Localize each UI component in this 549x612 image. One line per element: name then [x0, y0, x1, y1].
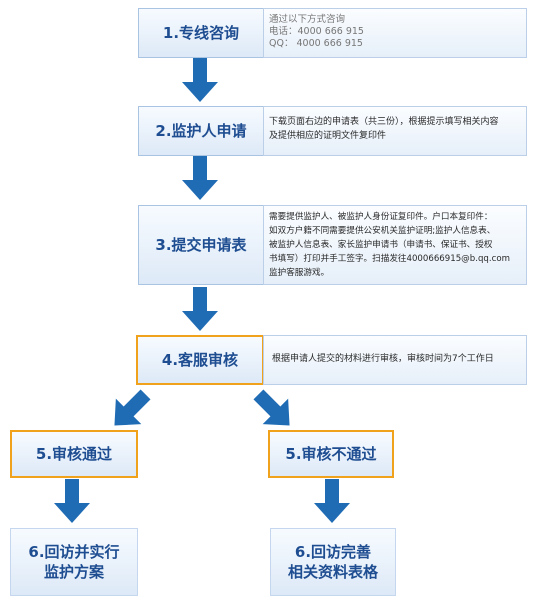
step-6-approved-line-1: 6.回访并实行 [28, 543, 120, 561]
down-arrow-icon [182, 156, 218, 200]
step-3-box: 3.提交申请表 [138, 205, 264, 285]
step-1-box: 1.专线咨询 [138, 8, 264, 58]
step-3-label: 3.提交申请表 [155, 236, 247, 254]
step-6-rejected-box: 6.回访完善 相关资料表格 [270, 528, 396, 596]
desc-2-line-1: 下载页面右边的申请表（共三份），根据提示填写相关内容 [269, 117, 499, 127]
down-arrow-icon [182, 58, 218, 102]
down-arrow-icon [314, 479, 350, 523]
desc-3-line-5: 监护客服游戏。 [269, 268, 330, 278]
step-1-label: 1.专线咨询 [162, 24, 240, 42]
down-arrow-icon [54, 479, 90, 523]
step-5-approved-label: 5.审核通过 [35, 445, 113, 463]
step-3-description: 需要提供监护人、被监护人身份证复印件。户口本复印件： 如双方户籍不同需要提供公安… [263, 205, 527, 285]
step-1-description: 通过以下方式咨询 电话：4000 666 915 QQ： 4000 666 91… [263, 8, 527, 58]
desc-1-line-1: 通过以下方式咨询 [269, 14, 346, 25]
step-6-rejected-line-2: 相关资料表格 [287, 563, 378, 581]
desc-1-line-2: 电话：4000 666 915 [269, 26, 364, 37]
desc-3-line-1: 需要提供监护人、被监护人身份证复印件。户口本复印件： [269, 212, 493, 222]
step-5-rejected-label: 5.审核不通过 [285, 445, 377, 463]
step-4-label: 4.客服审核 [161, 351, 239, 369]
step-6-approved-line-2: 监护方案 [43, 563, 104, 581]
step-2-box: 2.监护人申请 [138, 106, 264, 156]
down-left-arrow-icon [114, 389, 151, 426]
down-right-arrow-icon [253, 389, 290, 426]
step-4-box: 4.客服审核 [136, 335, 264, 385]
step-6-approved-box: 6.回访并实行 监护方案 [10, 528, 138, 596]
step-5-rejected-box: 5.审核不通过 [268, 430, 394, 478]
step-2-description: 下载页面右边的申请表（共三份），根据提示填写相关内容 及提供相应的证明文件复印件 [263, 106, 527, 156]
step-2-label: 2.监护人申请 [155, 122, 247, 140]
desc-3-line-2: 如双方户籍不同需要提供公安机关监护证明;监护人信息表、 [269, 226, 496, 236]
desc-3-line-4: 书填写）打印并手工签字。扫描发往4000666915@b.qq.com [269, 254, 510, 264]
down-arrow-icon [182, 287, 218, 331]
step-4-description: 根据申请人提交的材料进行审核，审核时间为7个工作日 [263, 335, 527, 385]
step-5-approved-box: 5.审核通过 [10, 430, 138, 478]
desc-1-line-3: QQ： 4000 666 915 [269, 38, 363, 49]
desc-4-text: 根据申请人提交的材料进行审核，审核时间为7个工作日 [272, 354, 494, 365]
desc-2-line-2: 及提供相应的证明文件复印件 [269, 130, 387, 141]
desc-3-line-3: 被监护人信息表、家长监护申请书（申请书、保证书、授权 [269, 240, 493, 250]
step-6-rejected-line-1: 6.回访完善 [294, 543, 372, 561]
